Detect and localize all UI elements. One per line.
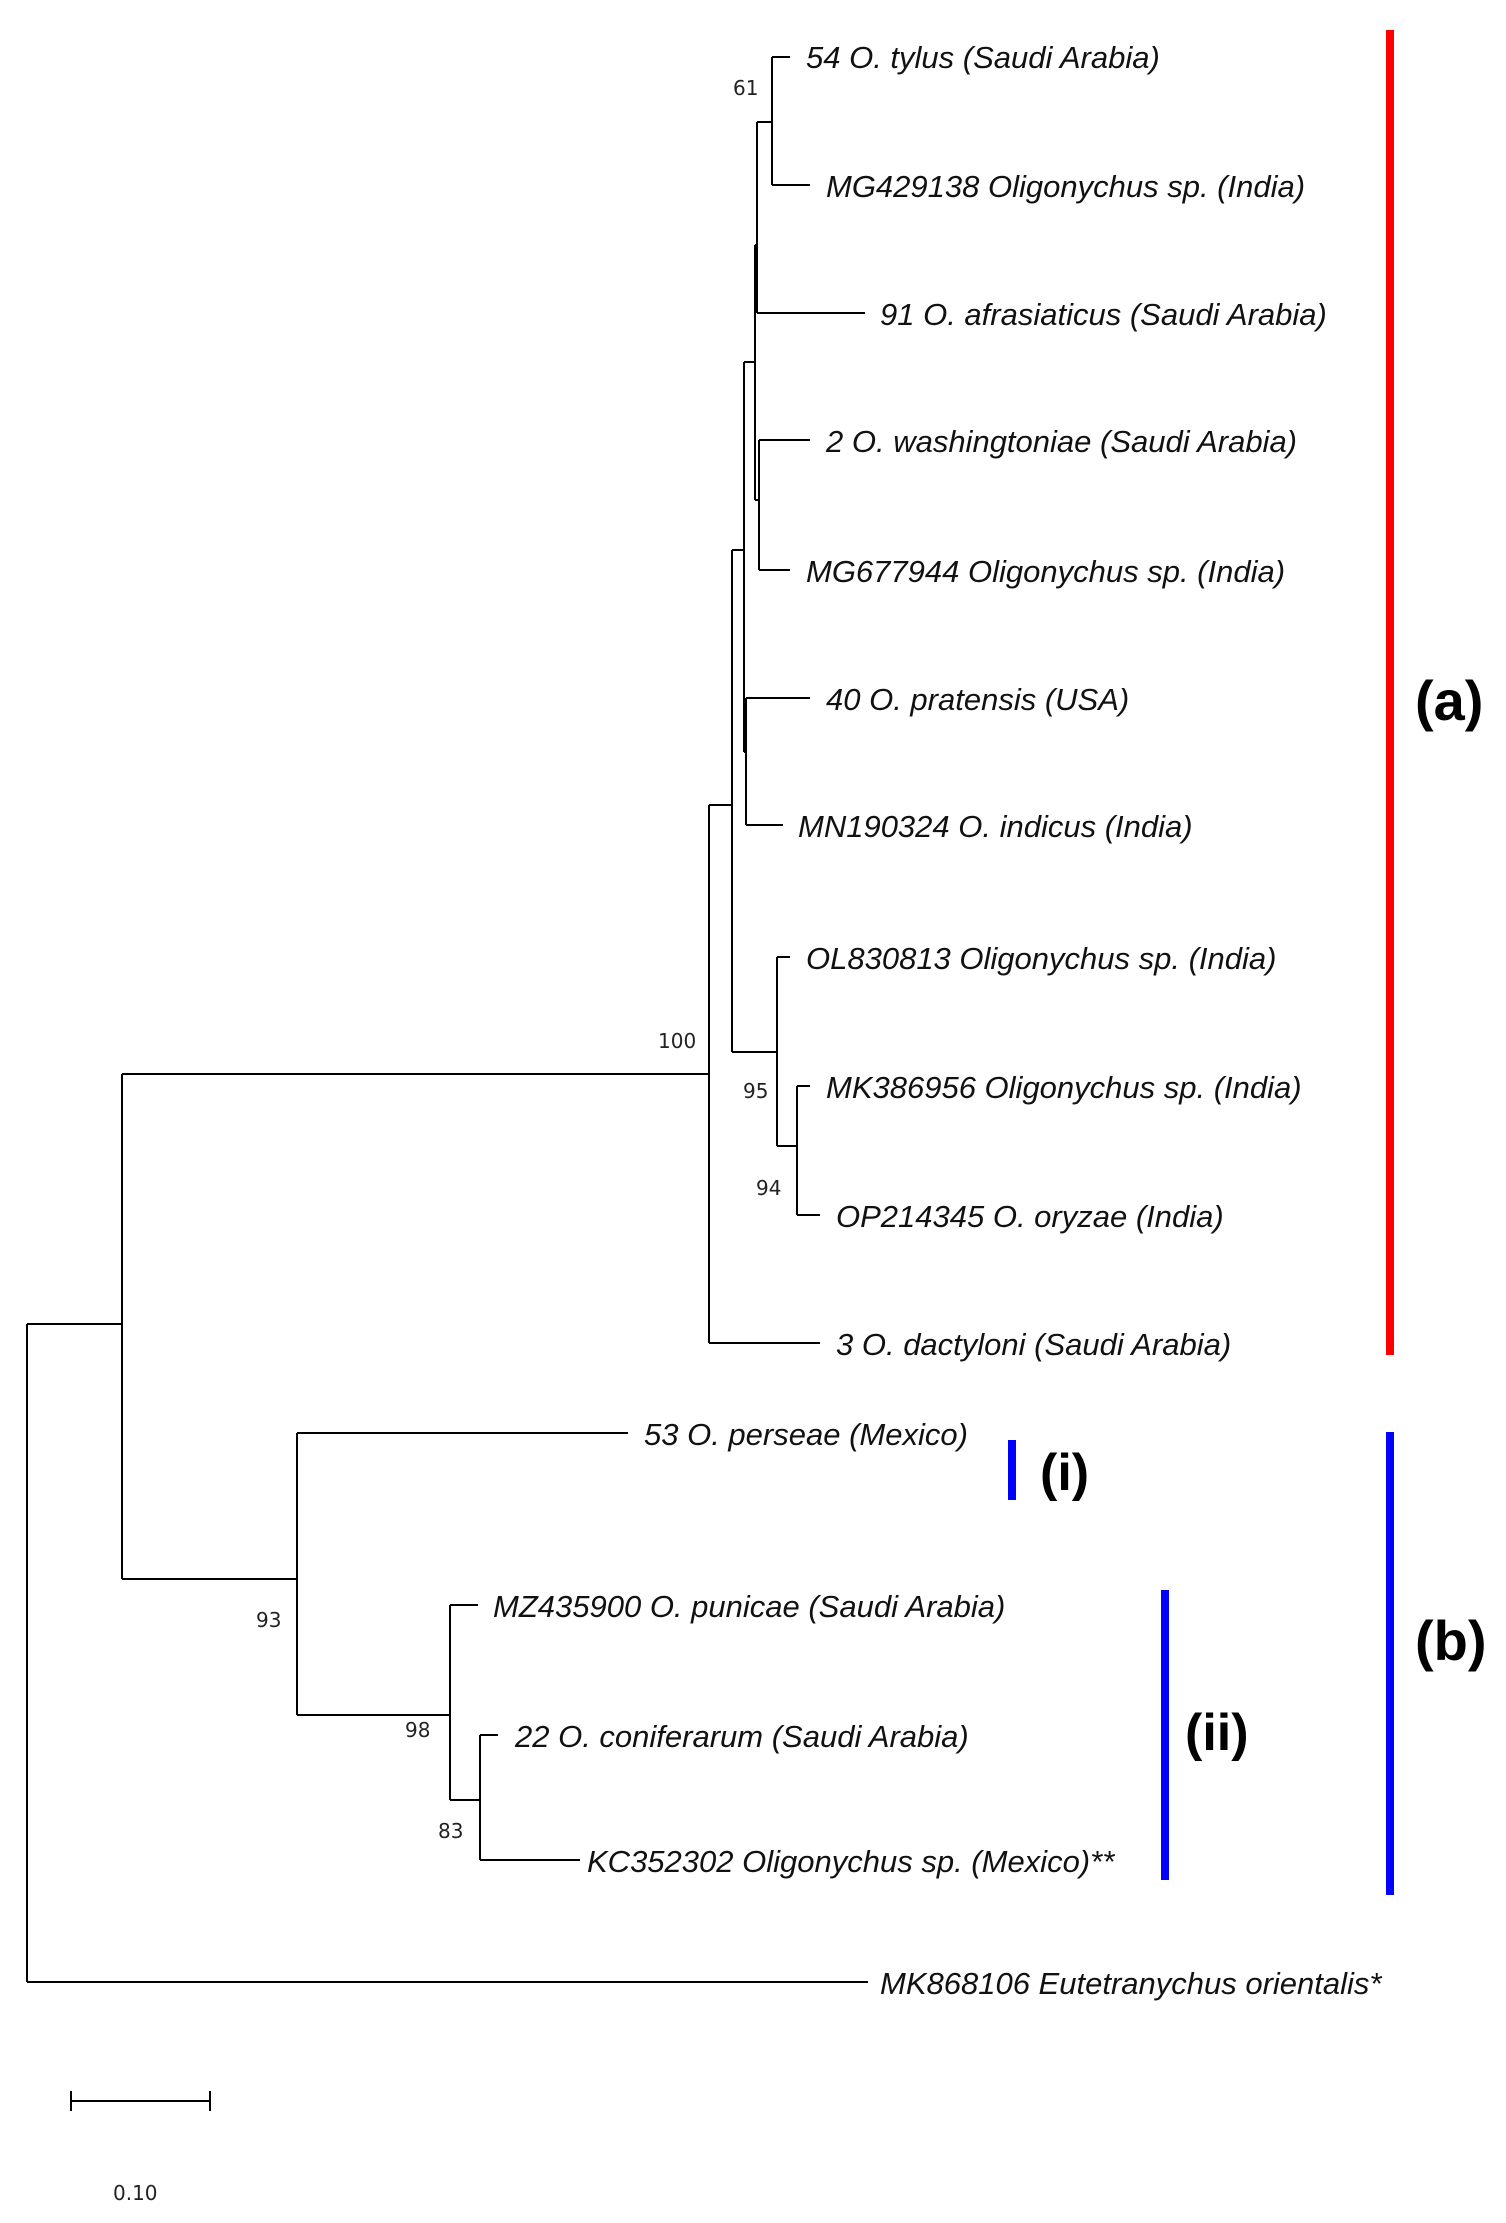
bootstrap-value: 93 [256,1608,281,1632]
clade-a-label: (a) [1415,669,1483,732]
leaf-label: MN190324 O. indicus (India) [798,809,1193,844]
scale-bar: 0.10 [70,2091,211,2205]
leaf-label: 91 O. afrasiaticus (Saudi Arabia) [880,297,1327,332]
leaf-label: 2 O. washingtoniae (Saudi Arabia) [825,424,1297,459]
leaf-label: 40 O. pratensis (USA) [826,682,1129,717]
leaf-label: OL830813 Oligonychus sp. (India) [806,941,1276,976]
bootstrap-value: 95 [743,1079,768,1103]
leaf-label: 53 O. perseae (Mexico) [644,1417,968,1452]
leaf-label: 54 O. tylus (Saudi Arabia) [806,40,1160,75]
bootstrap-value: 94 [756,1176,781,1200]
scale-bar-line [70,2091,211,2111]
leaf-label: KC352302 Oligonychus sp. (Mexico)** [587,1844,1115,1879]
tree-branches [26,56,868,1983]
bootstrap-value: 98 [405,1718,430,1742]
bootstrap-value: 83 [438,1819,463,1843]
bootstrap-value: 61 [733,76,758,100]
bootstrap-values: 61 100 95 94 93 98 83 [256,76,781,1843]
leaf-label: MG429138 Oligonychus sp. (India) [826,169,1305,204]
bootstrap-value: 100 [658,1029,696,1053]
leaf-label: 3 O. dactyloni (Saudi Arabia) [836,1327,1231,1362]
leaf-label: MG677944 Oligonychus sp. (India) [806,554,1285,589]
leaf-label: MZ435900 O. punicae (Saudi Arabia) [493,1589,1005,1624]
leaf-labels: 54 O. tylus (Saudi Arabia) MG429138 Olig… [493,40,1382,2001]
clade-b-label: (b) [1415,1609,1487,1672]
clade-ii-label: (ii) [1185,1704,1249,1762]
leaf-label: MK868106 Eutetranychus orientalis* [880,1966,1382,2001]
leaf-label: MK386956 Oligonychus sp. (India) [826,1070,1302,1105]
leaf-label: OP214345 O. oryzae (India) [836,1199,1224,1234]
clade-i-label: (i) [1040,1444,1089,1502]
scale-bar-label: 0.10 [113,2181,158,2205]
clade-annotations: (a) (b) (i) (ii) [1008,30,1487,1895]
leaf-label: 22 O. coniferarum (Saudi Arabia) [514,1719,969,1754]
